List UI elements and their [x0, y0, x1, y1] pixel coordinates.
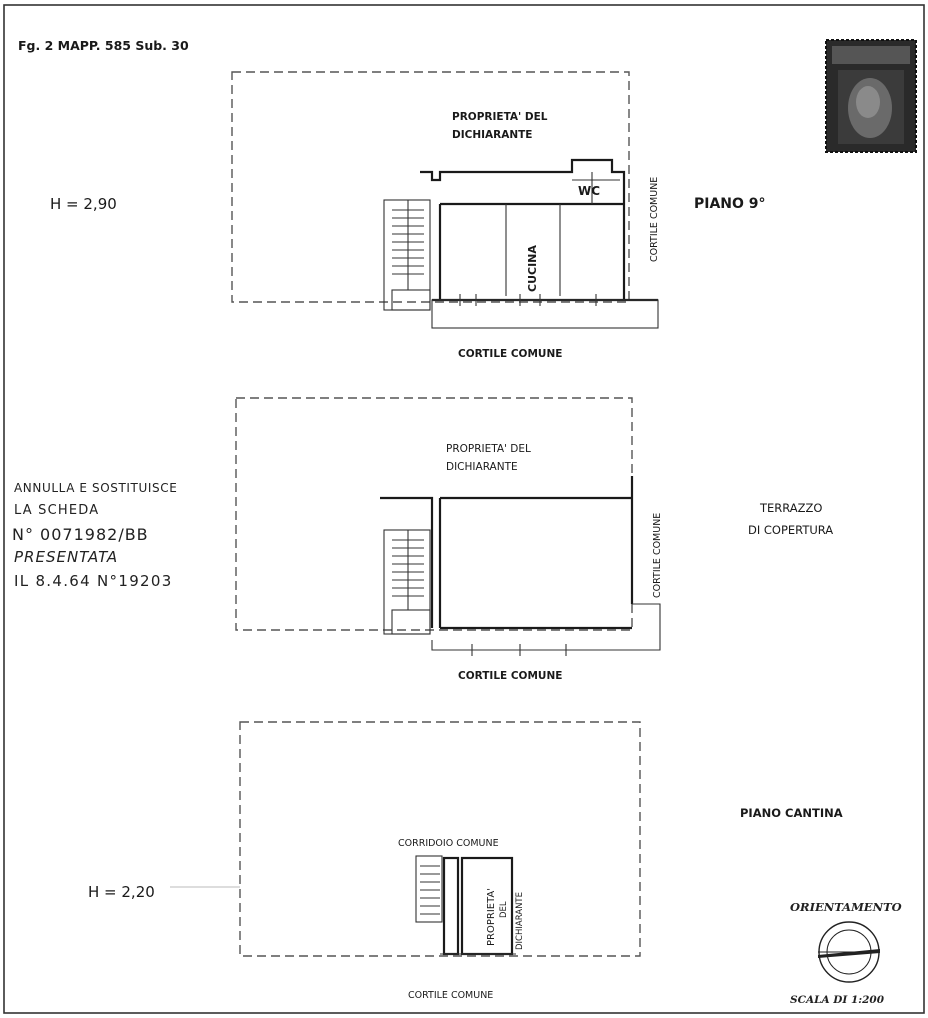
revenue-stamp: [825, 39, 917, 153]
floor-9-level: PIANO 9°: [694, 196, 766, 212]
scale-label: SCALA DI 1:200: [790, 994, 885, 1006]
basement-owner-line3: DICHIARANTE: [515, 892, 525, 950]
terrace-level-line2: DI COPERTURA: [748, 523, 833, 537]
note-line5: IL 8.4.64 N°19203: [14, 572, 173, 590]
terrace-owner-line1: PROPRIETA' DEL: [446, 443, 531, 455]
basement-courtyard-bottom: CORTILE COMUNE: [408, 990, 493, 1001]
floor-9-stairwell: [383, 199, 431, 311]
floor-9-owner-line2: DICHIARANTE: [452, 129, 532, 141]
annulment-note: ANNULLA E SOSTITUISCE LA SCHEDA N° 00719…: [12, 481, 177, 590]
basement-plan: CORRIDOIO COMUNE PROPRIETA' DEL DICHIARA…: [239, 721, 641, 1001]
note-line1: ANNULLA E SOSTITUISCE: [14, 481, 177, 495]
sheet-border: [3, 4, 925, 1014]
note-line3: N° 0071982/BB: [12, 525, 149, 544]
basement-owner-line1: PROPRIETA': [486, 888, 497, 946]
note-line4: PRESENTATA: [14, 548, 118, 566]
wc-label: WC: [578, 184, 600, 198]
floor-9-height: H = 2,90: [50, 195, 117, 213]
terrace-owner-line2: DICHIARANTE: [446, 461, 518, 473]
terrace-courtyard-side: CORTILE COMUNE: [652, 513, 663, 598]
basement-stairwell: [415, 855, 443, 923]
kitchen-label: CUCINA: [526, 245, 539, 292]
floor-9-outline: [231, 71, 630, 303]
corridor-label: CORRIDOIO COMUNE: [398, 838, 499, 849]
terrace-plan: PROPRIETA' DEL DICHIARANTE CORTILE COMUN…: [235, 397, 663, 682]
basement-height: H = 2,20: [88, 883, 155, 901]
terrace-level-line1: TERRAZZO: [759, 501, 822, 515]
terrace-stairwell: [383, 529, 431, 635]
floor-9-courtyard-side: CORTILE COMUNE: [649, 177, 660, 262]
terrace-outline: [235, 397, 633, 631]
floor-9-owner-line1: PROPRIETA' DEL: [452, 111, 548, 123]
basement-outline: [239, 721, 641, 957]
terrace-courtyard-bottom: CORTILE COMUNE: [458, 670, 562, 682]
basement-level: PIANO CANTINA: [740, 806, 843, 820]
floor-9-courtyard-bottom: CORTILE COMUNE: [458, 348, 562, 360]
orientation-label: ORIENTAMENTO: [790, 900, 902, 914]
floor-9-plan: PROPRIETA' DEL DICHIARANTE WC CUCINA COR…: [231, 71, 660, 360]
cadastral-reference: Fg. 2 MAPP. 585 Sub. 30: [18, 38, 189, 53]
north-arrow-icon: [818, 921, 880, 983]
basement-owner-line2: DEL: [499, 901, 509, 918]
note-line2: LA SCHEDA: [14, 503, 99, 518]
